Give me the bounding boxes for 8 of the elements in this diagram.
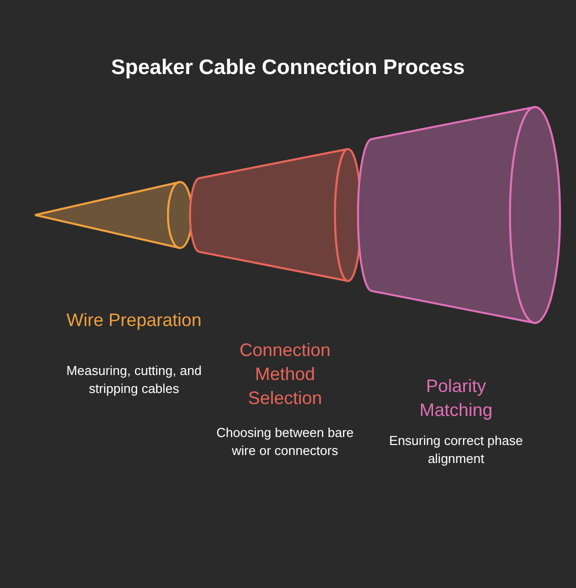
step-title: Connection Method Selection <box>238 339 332 410</box>
step-title: Polarity Matching <box>418 375 494 422</box>
step-description: Measuring, cutting, and stripping cables <box>65 362 203 398</box>
step-description: Ensuring correct phase alignment <box>388 432 524 468</box>
cone-segment <box>356 105 562 325</box>
step-title: Wire Preparation <box>65 309 203 332</box>
title: Speaker Cable Connection Process <box>110 55 466 81</box>
step-description: Choosing between bare wire or connectors <box>215 424 355 460</box>
